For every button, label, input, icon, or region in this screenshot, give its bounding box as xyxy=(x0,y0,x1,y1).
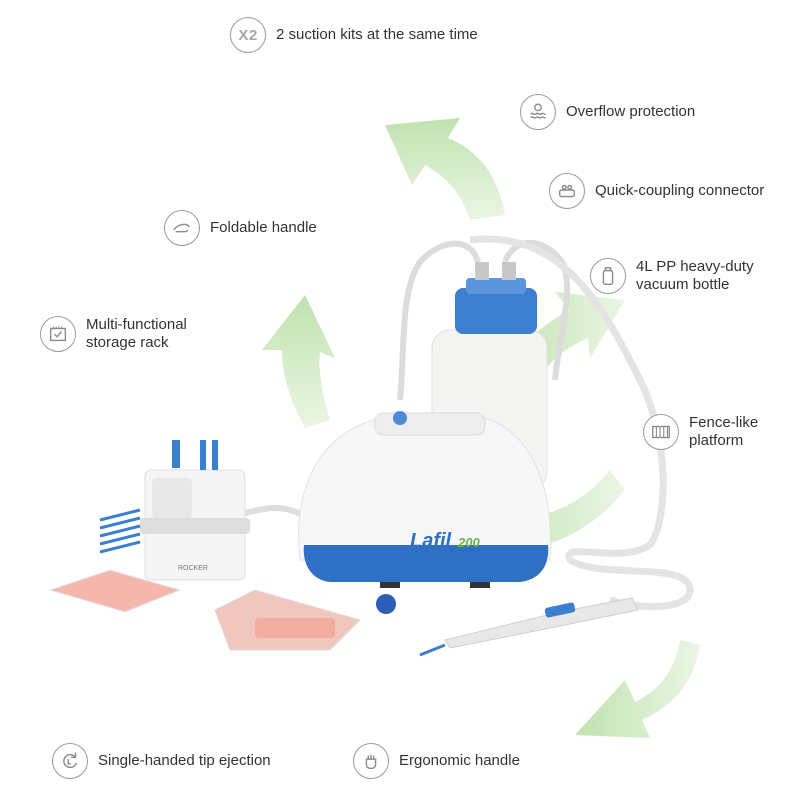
bottle-icon xyxy=(590,258,626,294)
feature-fence-platform: Fence-like platform xyxy=(643,414,758,450)
fence-icon xyxy=(643,414,679,450)
feature-label: Quick-coupling connector xyxy=(595,182,765,199)
connector-icon xyxy=(549,173,585,209)
feature-label: Foldable handle xyxy=(210,219,317,236)
overflow-wave-icon xyxy=(520,94,556,130)
x2-badge-icon: X2 xyxy=(230,17,266,53)
tube-long xyxy=(469,235,694,610)
feature-label: Ergonomic handle xyxy=(399,752,520,769)
feature-label: Multi-functional storage rack xyxy=(86,316,187,351)
rotate-hand-icon xyxy=(52,743,88,779)
feature-label: Fence-like platform xyxy=(689,414,759,449)
arrow-left xyxy=(262,295,335,428)
feature-quick-coupling: Quick-coupling connector xyxy=(549,173,764,209)
bottle-cap xyxy=(455,288,537,334)
feature-label: 4L PP heavy-duty vacuum bottle xyxy=(636,258,754,293)
feature-tip-ejection: Single-handed tip ejection xyxy=(52,743,271,779)
fist-icon xyxy=(353,743,389,779)
arrow-bottom-right xyxy=(575,640,700,738)
brand-logo: Lafil xyxy=(410,530,452,552)
rack-brand-logo: ROCKER xyxy=(178,565,208,572)
model-logo: 200 xyxy=(457,535,480,550)
blue-cap xyxy=(376,594,396,614)
tip-comb xyxy=(99,508,141,554)
rack-check-icon xyxy=(40,316,76,352)
arrow-top xyxy=(385,118,505,220)
aspirator-handle xyxy=(444,597,639,649)
well-plate xyxy=(48,569,182,613)
feature-label: Overflow protection xyxy=(566,103,696,120)
feature-vacuum-bottle: 4L PP heavy-duty vacuum bottle xyxy=(590,258,754,294)
feature-ergonomic-handle: Ergonomic handle xyxy=(353,743,520,779)
feature-foldable-handle: Foldable handle xyxy=(164,210,317,246)
feature-label: 2 suction kits at the same time xyxy=(276,26,478,43)
hand-icon xyxy=(164,210,200,246)
feature-suction-kits: X2 2 suction kits at the same time xyxy=(230,17,478,53)
feature-overflow-protection: Overflow protection xyxy=(520,94,695,130)
pump-base-band xyxy=(303,545,549,582)
feature-label: Single-handed tip ejection xyxy=(98,752,271,769)
feature-storage-rack: Multi-functional storage rack xyxy=(40,316,187,352)
tube-1 xyxy=(397,240,481,401)
